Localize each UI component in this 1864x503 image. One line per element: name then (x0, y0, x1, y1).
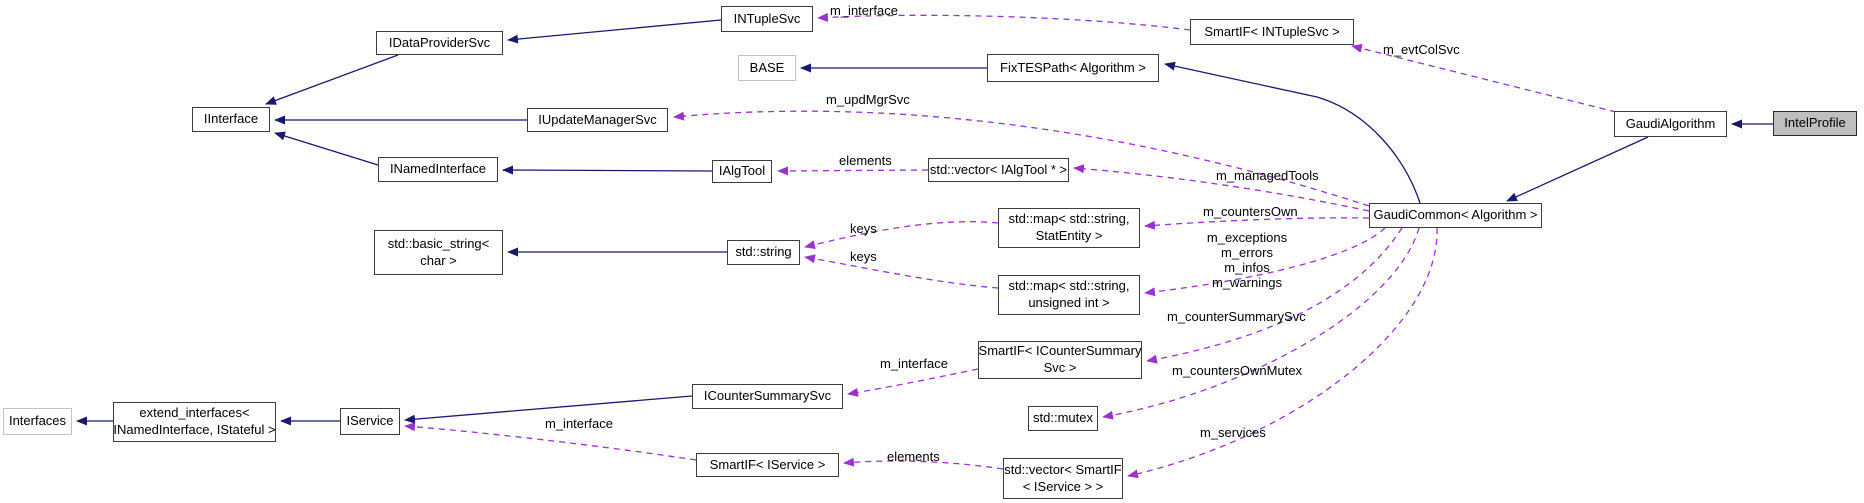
node-idataprovider-svc[interactable]: IDataProviderSvc (376, 31, 503, 55)
node-label: IAlgTool (718, 163, 766, 179)
node-label-line1: extend_interfaces< (139, 405, 250, 421)
node-extend-interfaces[interactable]: extend_interfaces<INamedInterface, IStat… (113, 402, 276, 442)
node-label: SmartIF< IService > (709, 456, 826, 472)
node-iinterface[interactable]: IInterface (192, 107, 270, 132)
node-label-line2: StatEntity > (1035, 228, 1103, 243)
node-label-line1: std::vector< SmartIF (1004, 461, 1122, 477)
edge-label-m-countersownmutex: m_countersOwnMutex (1172, 363, 1303, 378)
edge-label-elements-bottom: elements (887, 449, 940, 464)
node-gaudialgorithm[interactable]: GaudiAlgorithm (1614, 111, 1727, 137)
node-label: IInterface (203, 111, 259, 127)
node-label-line1: std::map< std::string, (1008, 278, 1130, 294)
edge-inh-intuplesvc-idataprovider (507, 19, 722, 44)
edge-inh-gaudialgorithm-gaudicommon (1506, 136, 1649, 202)
node-map-string-statentity[interactable]: std::map< std::string,StatEntity > (998, 208, 1140, 248)
node-label: std::vector< IAlgTool * > (929, 161, 1068, 177)
node-label-line1: std::map< std::string, (1008, 211, 1130, 227)
node-label: GaudiCommon< Algorithm > (1373, 207, 1538, 223)
node-std-mutex[interactable]: std::mutex (1028, 406, 1098, 431)
edge-inh-gaudicommon-fixtespath (1164, 61, 1421, 204)
node-smartif-iservice[interactable]: SmartIF< IService > (696, 453, 839, 477)
node-label: Interfaces (8, 413, 67, 429)
edge-label-counter-group: m_exceptions m_errors m_infos m_warnings (1195, 230, 1299, 290)
edge-use-smartifiservice-iservice (404, 422, 697, 461)
edge-inh-inamedinterface-iinterface (274, 131, 379, 166)
edge-use-gaudicommon-mapstatentity (1144, 217, 1370, 230)
node-intelprofile: IntelProfile (1773, 111, 1857, 136)
edge-label-m-exceptions: m_exceptions (1206, 230, 1288, 245)
edge-label-m-interface-top: m_interface (830, 3, 898, 18)
node-label: FixTESPath< Algorithm > (1000, 59, 1146, 75)
edge-inh-ialgtool-inamedinterface (502, 165, 713, 175)
node-label-line2: < IService > > (1022, 478, 1104, 494)
node-label: IDataProviderSvc (388, 34, 491, 50)
edge-label-m-interface-bottom: m_interface (545, 416, 613, 431)
node-label-line2: unsigned int > (1028, 295, 1110, 310)
edge-use-gaudialgorithm-smartifintuple (1351, 44, 1617, 113)
edge-label-m-errors: m_errors (1220, 245, 1273, 260)
node-interfaces: Interfaces (3, 408, 72, 435)
node-vector-smartif-iservice[interactable]: std::vector< SmartIF< IService > > (1003, 458, 1123, 499)
edge-label-m-countersown: m_countersOwn (1203, 204, 1298, 219)
node-map-string-uint[interactable]: std::map< std::string,unsigned int > (998, 275, 1140, 315)
node-icountersummarysvc[interactable]: ICounterSummarySvc (692, 384, 843, 409)
node-iupdatemanager-svc[interactable]: IUpdateManagerSvc (527, 108, 668, 132)
edge-label-keys-lower: keys (850, 249, 877, 264)
edge-label-m-infos: m_infos (1224, 260, 1270, 275)
node-intuple-svc[interactable]: INTupleSvc (721, 6, 813, 32)
edge-label-m-services: m_services (1200, 425, 1266, 440)
edge-use-mapuint-stdstring (804, 254, 999, 289)
edge-label-m-interface-mid: m_interface (880, 356, 948, 371)
node-label-line1: SmartIF< ICounterSummary (978, 343, 1142, 359)
node-label: IUpdateManagerSvc (538, 111, 657, 127)
node-label-line1: std::basic_string< (387, 235, 490, 251)
node-label-line2: char > (420, 252, 457, 268)
edge-use-mapstatentity-stdstring (804, 221, 999, 249)
node-label-line2: INamedInterface, IStateful > (113, 422, 276, 437)
edge-label-m-evtcolsvc: m_evtColSvc (1383, 42, 1460, 57)
node-fixtespath-algorithm[interactable]: FixTESPath< Algorithm > (987, 54, 1159, 82)
edge-use-gaudicommon-vectorsmartifiservice (1127, 227, 1438, 479)
edge-label-m-managedtools: m_managedTools (1216, 168, 1319, 183)
edge-label-keys-upper: keys (850, 221, 877, 236)
edge-use-smartifcountersummary-icountersummarysvc (847, 368, 979, 397)
node-label-line2: Svc > (1043, 360, 1077, 375)
edge-use-gaudicommon-mapuint (1144, 227, 1386, 297)
edge-use-vectorialgtool-ialgtool (777, 166, 929, 176)
edge-inh-idataprovider-iinterface (265, 54, 399, 105)
node-label: std::string (735, 244, 792, 260)
node-iservice[interactable]: IService (340, 408, 400, 435)
node-base: BASE (738, 55, 796, 81)
node-label: BASE (749, 59, 785, 75)
node-label: INTupleSvc (733, 10, 801, 26)
edge-use-gaudicommon-stdmutex (1102, 227, 1420, 420)
node-inamedinterface[interactable]: INamedInterface (378, 157, 498, 182)
node-label: IntelProfile (1784, 115, 1846, 131)
node-label: std::mutex (1033, 410, 1093, 426)
node-basic-string-char[interactable]: std::basic_string<char > (374, 230, 503, 275)
edge-label-m-updmgrsvc: m_updMgrSvc (826, 92, 910, 107)
edge-use-gaudicommon-smartifcountersummary (1146, 227, 1403, 364)
edge-use-vectorsmartifiservice-smartifiservice (843, 457, 1004, 470)
node-ialgtool[interactable]: IAlgTool (712, 160, 772, 183)
node-gaudicommon-algorithm[interactable]: GaudiCommon< Algorithm > (1369, 203, 1542, 228)
edge-label-m-warnings: m_warnings (1211, 275, 1283, 290)
node-label: GaudiAlgorithm (1625, 115, 1716, 131)
node-smartif-intuple-svc[interactable]: SmartIF< INTupleSvc > (1190, 19, 1354, 45)
node-label: SmartIF< INTupleSvc > (1204, 23, 1340, 39)
edge-use-smartifintuple-intuplesvc (817, 12, 1191, 31)
node-std-string[interactable]: std::string (727, 240, 800, 265)
node-label: INamedInterface (389, 161, 487, 177)
node-label: IService (346, 413, 394, 429)
edge-inh-icountersummarysvc-iservice (404, 395, 693, 424)
node-vector-ialgtool[interactable]: std::vector< IAlgTool * > (928, 158, 1069, 182)
edge-label-elements-top: elements (839, 153, 892, 168)
node-label: ICounterSummarySvc (703, 388, 832, 404)
edge-label-m-countersummarysvc: m_counterSummarySvc (1167, 309, 1306, 324)
